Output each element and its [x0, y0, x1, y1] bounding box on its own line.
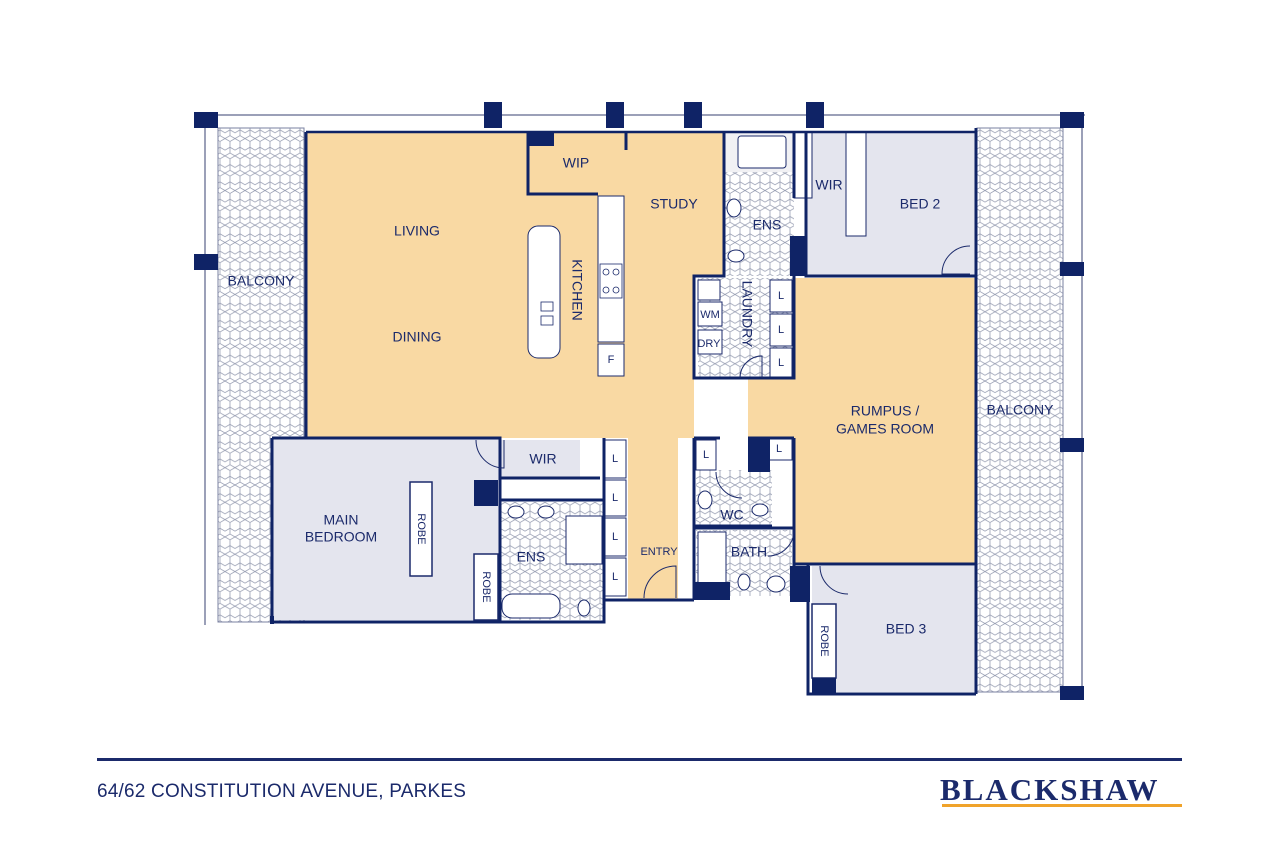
label-linen: L [703, 449, 709, 461]
label-fridge: F [608, 354, 615, 366]
robe-main [409, 481, 433, 577]
label-rumpus-1: RUMPUS / [851, 403, 920, 419]
label-bath: BATH [731, 544, 767, 560]
label-rumpus-2: GAMES ROOM [836, 421, 934, 437]
property-address: 64/62 CONSTITUTION AVENUE, PARKES [97, 781, 467, 802]
cooktop [599, 263, 623, 299]
fridge [597, 343, 625, 377]
label-study: STUDY [650, 196, 698, 212]
bed3-area [812, 566, 976, 692]
bed2-area [806, 132, 976, 276]
label-entry: ENTRY [640, 546, 678, 558]
balcony-right-area [976, 127, 1064, 693]
label-robe-main: ROBE [415, 513, 427, 544]
wir-main-area [500, 440, 580, 478]
label-bed2: BED 2 [900, 196, 941, 212]
label-dining: DINING [393, 329, 442, 345]
label-linen: L [776, 443, 782, 455]
label-linen: L [778, 290, 784, 302]
label-dry: DRY [697, 338, 721, 350]
rumpus-area [794, 278, 976, 564]
label-balcony-right: BALCONY [987, 402, 1055, 418]
label-kitchen: KITCHEN [569, 259, 585, 320]
brand-logo: BLACKSHAW [940, 772, 1160, 807]
main-bedroom-area [272, 438, 500, 620]
label-wm: WM [700, 309, 720, 321]
label-main-bed-1: MAIN [324, 512, 359, 528]
label-linen: L [612, 453, 618, 465]
label-ens-main: ENS [517, 549, 546, 565]
label-linen: L [612, 492, 618, 504]
footer-divider [97, 758, 1182, 761]
robe-small [473, 553, 499, 621]
label-wc: WC [720, 507, 743, 523]
label-wip: WIP [563, 155, 589, 171]
label-robe-small: ROBE [480, 571, 492, 602]
bathtub [501, 593, 561, 619]
label-ens-top: ENS [753, 217, 782, 233]
label-linen: L [778, 357, 784, 369]
label-living: LIVING [394, 223, 440, 239]
wip-area [554, 148, 598, 194]
brand-underline [942, 804, 1182, 807]
label-linen: L [612, 531, 618, 543]
label-robe-bed3: ROBE [818, 625, 830, 656]
label-linen: L [778, 324, 784, 336]
kitchen-island [527, 225, 561, 359]
label-bed3: BED 3 [886, 621, 927, 637]
label-wir-top: WIR [815, 177, 842, 193]
label-main-bed-2: BEDROOM [305, 529, 377, 545]
label-laundry: LAUNDRY [739, 281, 755, 348]
label-wir-main: WIR [529, 451, 556, 467]
label-linen: L [612, 571, 618, 583]
label-balcony-left: BALCONY [228, 273, 296, 289]
